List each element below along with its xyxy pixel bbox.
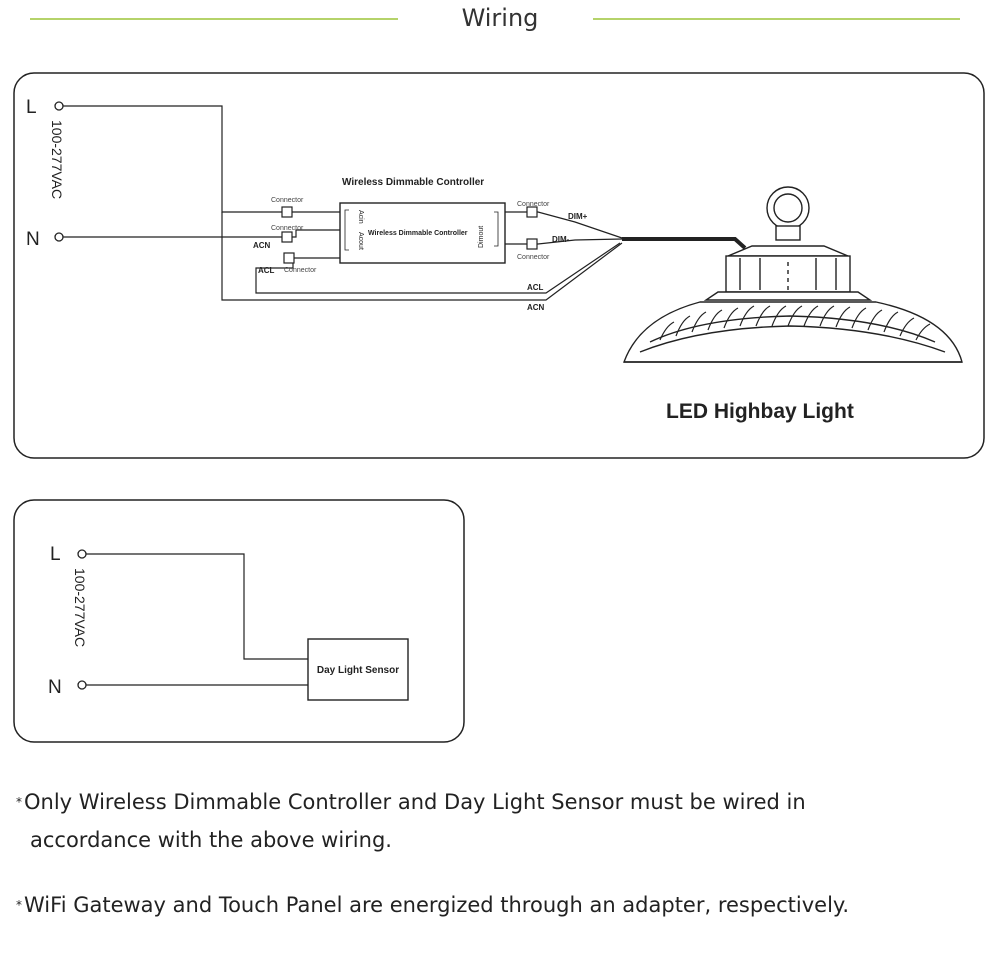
connector-dim-plus <box>526 206 538 218</box>
connector-dim-minus <box>526 238 538 250</box>
note-1-line-2: accordance with the above wiring. <box>30 828 392 852</box>
panel2-frame <box>13 499 465 743</box>
note-2-mark: * <box>16 898 22 912</box>
dim-minus-label: DIM- <box>552 235 570 244</box>
led-highbay-light <box>623 186 963 363</box>
live-wire <box>63 105 282 213</box>
lamp-label: LED Highbay Light <box>666 400 854 423</box>
acl-out-label: ACL <box>527 283 544 292</box>
dim-minus-wire <box>505 238 623 245</box>
connector-label-3: Connector <box>284 267 317 274</box>
controller-box <box>339 202 506 264</box>
dim-plus-label: DIM+ <box>568 212 588 221</box>
neutral-label: N <box>26 229 40 250</box>
lamp-cable <box>622 237 747 250</box>
live-label: L <box>26 97 37 118</box>
panel2-live-terminal <box>77 549 87 559</box>
acn-out-label: ACN <box>527 303 545 312</box>
header-rule-left <box>30 18 398 20</box>
connector-acl <box>283 252 295 264</box>
note-2: *WiFi Gateway and Touch Panel are energi… <box>16 886 849 924</box>
panel2-neutral-label: N <box>48 677 62 698</box>
acn-wire <box>292 229 340 238</box>
note-1-line-1: Only Wireless Dimmable Controller and Da… <box>24 790 806 814</box>
note-1-mark: * <box>16 795 22 809</box>
dim-plus-wire <box>505 211 623 239</box>
panel2-neutral-terminal <box>77 680 87 690</box>
controller-title: Wireless Dimmable Controller <box>342 177 484 188</box>
controller-box-label: Wireless Dimmable Controller <box>368 230 468 237</box>
note-1: *Only Wireless Dimmable Controller and D… <box>16 783 806 859</box>
acn-wire-out <box>221 212 623 301</box>
dimout-bracket <box>494 211 499 247</box>
note-2-text: WiFi Gateway and Touch Panel are energiz… <box>24 893 850 917</box>
acin-bracket <box>344 209 349 251</box>
acout-label: Acout <box>357 232 364 250</box>
connector-l <box>281 206 293 218</box>
page-title: Wiring <box>461 4 539 32</box>
heatsink-body <box>623 301 963 363</box>
acl-label: ACL <box>258 266 275 275</box>
connector-label-2: Connector <box>271 225 304 232</box>
acn-label: ACN <box>253 241 271 250</box>
header-rule-right <box>593 18 960 20</box>
panel2-live-label: L <box>50 544 61 565</box>
panel2-voltage-label: 100-277VAC <box>72 568 88 647</box>
acin-label: Acin <box>357 210 364 224</box>
day-light-sensor-label: Day Light Sensor <box>317 665 399 676</box>
connector-n <box>281 231 293 243</box>
day-light-sensor-box <box>307 638 409 701</box>
connector-label-4: Connector <box>517 201 550 208</box>
panel2-live-wire <box>86 553 308 660</box>
dimout-label: Dimout <box>478 226 485 248</box>
connector-label-5: Connector <box>517 254 550 261</box>
voltage-label: 100-277VAC <box>49 120 65 199</box>
connector-label-1: Connector <box>271 197 304 204</box>
panel-frame <box>13 72 985 459</box>
